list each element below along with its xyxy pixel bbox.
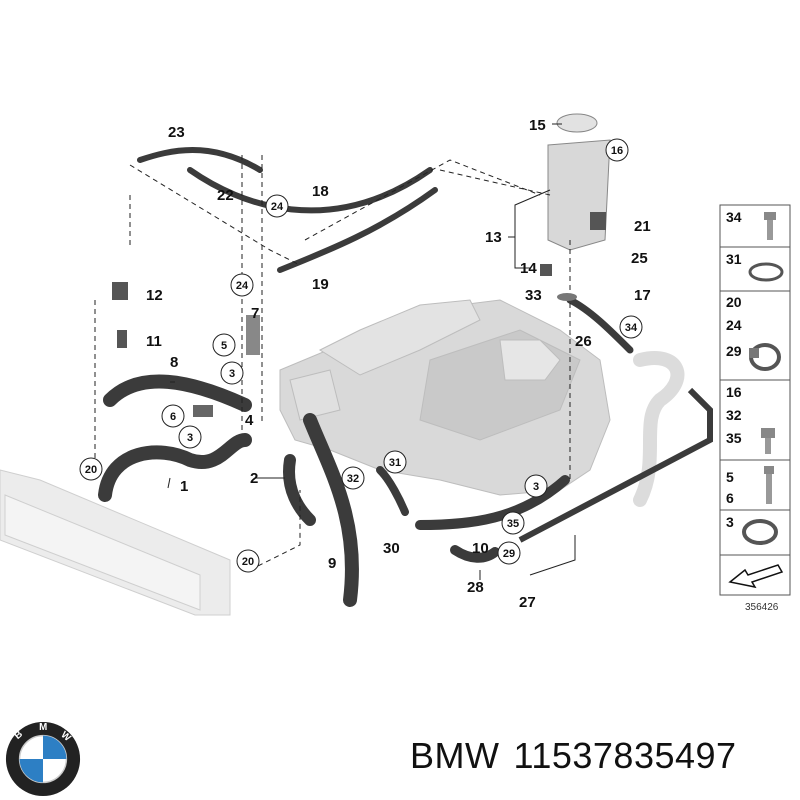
dashed-leaders: [94, 155, 571, 571]
hoses: [98, 147, 634, 607]
radiator: [0, 469, 231, 616]
callout-label: 18: [312, 183, 329, 200]
callout-label: 17: [634, 287, 651, 304]
callout-label: 22: [217, 187, 234, 204]
callout-label: 10: [472, 540, 489, 557]
callout-label: 26: [575, 333, 592, 350]
callout-label: 13: [485, 229, 502, 246]
legend-label: 34: [726, 209, 742, 225]
legend-label: 5: [726, 469, 734, 485]
circled-ref: 35: [501, 511, 525, 535]
circled-ref: 5: [212, 333, 236, 357]
circled-ref: 3: [524, 474, 548, 498]
legend-label: 6: [726, 490, 734, 506]
bolt-icon: [761, 428, 775, 454]
svg-text:M: M: [39, 722, 47, 733]
callout-label: 2: [250, 470, 258, 487]
svg-text:16: 16: [611, 145, 623, 157]
o-ring-icon: [748, 262, 784, 282]
legend-label: 24: [726, 317, 742, 333]
callout-label: 27: [519, 594, 536, 611]
svg-text:34: 34: [625, 322, 638, 334]
svg-text:5: 5: [221, 340, 227, 352]
svg-text:24: 24: [271, 201, 284, 213]
engine-block: [279, 299, 611, 496]
small-parts: [112, 212, 606, 417]
callout-label: 28: [467, 579, 484, 596]
legend-label: 35: [726, 430, 742, 446]
circled-ref: 24: [230, 273, 254, 297]
svg-text:3: 3: [533, 481, 539, 493]
callout-label: 1: [180, 478, 188, 495]
bolt-icon: [764, 212, 776, 240]
bolt-icon: [764, 466, 774, 504]
legend-label: 29: [726, 343, 742, 359]
svg-text:3: 3: [229, 368, 235, 380]
legend-label: 32: [726, 407, 742, 423]
callout-label: 12: [146, 287, 163, 304]
pipe-27: [518, 387, 713, 543]
callout-label: 25: [631, 250, 648, 267]
circled-ref: 16: [605, 138, 629, 162]
brand-name: BMW: [410, 735, 500, 776]
part-number: 11537835497: [513, 735, 737, 776]
svg-text:31: 31: [389, 457, 401, 469]
spring-clamp-icon: [742, 519, 778, 545]
circled-ref: 24: [265, 194, 289, 218]
bmw-logo: B M W: [5, 722, 81, 797]
callout-label: 23: [168, 124, 185, 141]
callout-label: 11: [146, 333, 162, 350]
circled-ref: 31: [383, 450, 407, 474]
svg-text:20: 20: [85, 464, 97, 476]
circled-ref: 3: [178, 425, 202, 449]
legend-label: 3: [726, 514, 734, 530]
svg-text:35: 35: [507, 518, 519, 530]
callout-label: 8: [170, 354, 178, 371]
callout-label: 14: [520, 260, 537, 277]
part-title: BMW 11537835497: [410, 735, 751, 777]
callout-label: 33: [525, 287, 542, 304]
callout-label: 9: [328, 555, 336, 572]
svg-text:3: 3: [187, 432, 193, 444]
circled-ref: 32: [341, 466, 365, 490]
diagram-number: 356426: [745, 602, 779, 613]
svg-text:6: 6: [170, 411, 176, 423]
legend-label: 16: [726, 384, 742, 400]
circled-ref: 29: [497, 541, 521, 565]
faded-hoses: [633, 351, 685, 507]
hose-clamp-icon: [749, 343, 781, 371]
solid-leaders: [167, 123, 576, 580]
callout-label: 21: [634, 218, 651, 235]
legend-panel: 34 31 20 24 29 16 32 35 5 6 3: [719, 204, 791, 596]
callout-label: 4: [245, 412, 254, 429]
svg-text:32: 32: [347, 473, 359, 485]
circled-ref: 34: [619, 315, 643, 339]
callout-label: 7: [251, 305, 259, 322]
circled-ref: 3: [220, 361, 244, 385]
svg-text:24: 24: [236, 280, 249, 292]
circled-references: 3 3 3 5 6 16 20 20 24 24 29 31 32 34 35: [79, 138, 643, 573]
circled-ref: 20: [236, 549, 260, 573]
circled-ref: 20: [79, 457, 103, 481]
callout-label: 30: [383, 540, 400, 557]
circled-ref: 6: [161, 404, 185, 428]
legend-label: 31: [726, 251, 742, 267]
arrow-icon: [728, 564, 784, 589]
callout-label: 15: [529, 117, 546, 134]
svg-text:20: 20: [242, 556, 254, 568]
callout-label: 19: [312, 276, 329, 293]
legend-label: 20: [726, 294, 742, 310]
svg-text:29: 29: [503, 548, 515, 560]
